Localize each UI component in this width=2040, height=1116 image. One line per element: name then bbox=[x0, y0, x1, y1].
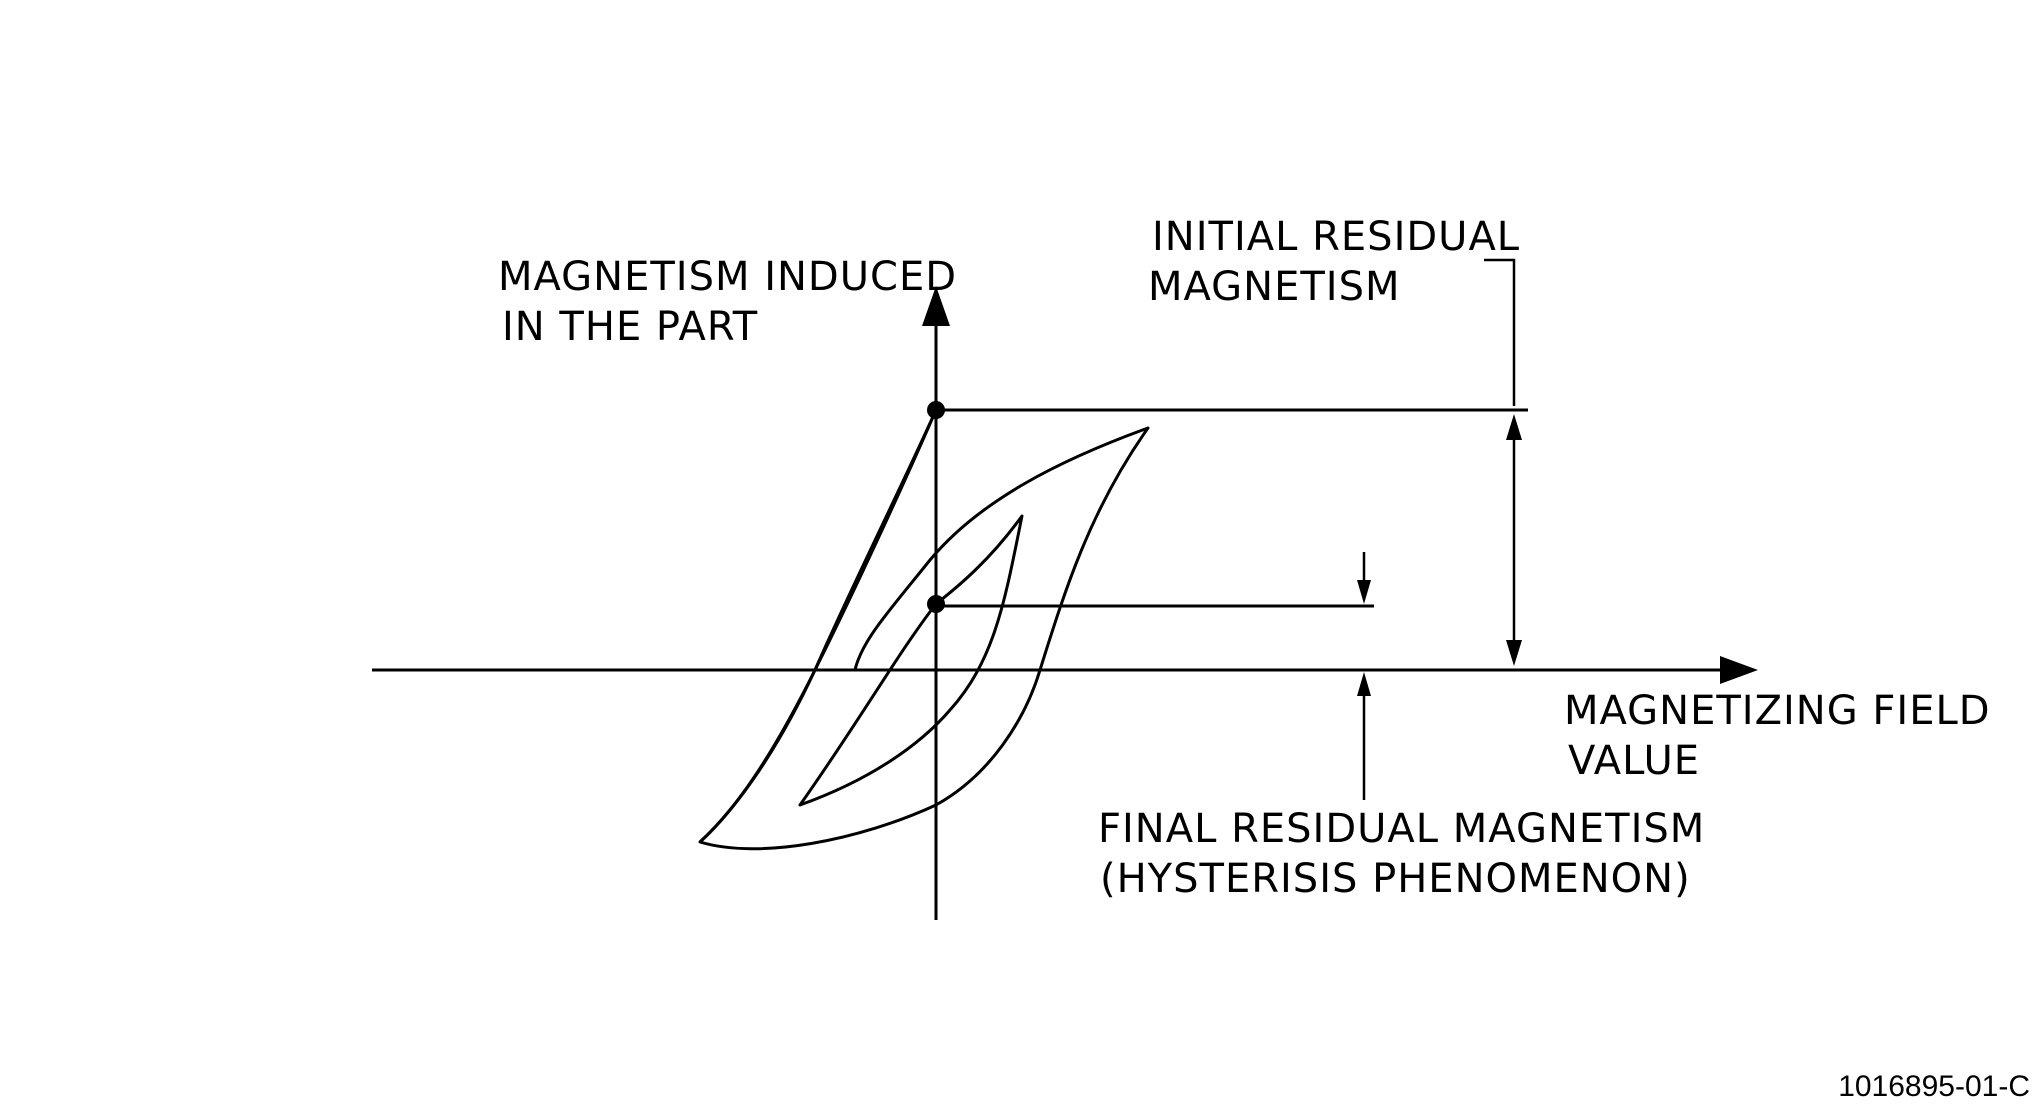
final-residual-arrow-down-icon bbox=[1357, 580, 1371, 604]
y-axis-arrow-icon bbox=[922, 286, 950, 326]
initial-residual-leader bbox=[1484, 258, 1516, 406]
y-axis-label-line-1: MAGNETISM INDUCED bbox=[498, 254, 957, 300]
y-axis-label-line-2: IN THE PART bbox=[502, 304, 758, 350]
final-residual-label-line-1: FINAL RESIDUAL MAGNETISM bbox=[1098, 806, 1705, 852]
initial-dimension-arrow-up-icon bbox=[1506, 414, 1522, 440]
inner-hysteresis-loop bbox=[798, 514, 1024, 807]
x-axis-arrow-icon bbox=[1720, 656, 1758, 684]
outer-hysteresis-loop bbox=[698, 409, 1150, 851]
initial-dimension-arrow-down-icon bbox=[1506, 640, 1522, 666]
final-residual-point bbox=[927, 595, 945, 613]
final-residual-label-line-2: (HYSTERISIS PHENOMENON) bbox=[1100, 856, 1691, 902]
figure-number: 1016895-01-C bbox=[1838, 1070, 2030, 1103]
outer-loop-left-branch bbox=[698, 409, 938, 844]
initial-residual-label-line-2: MAGNETISM bbox=[1148, 264, 1401, 310]
initial-residual-label-line-1: INITIAL RESIDUAL bbox=[1152, 214, 1520, 260]
final-residual-arrow-up-icon bbox=[1357, 672, 1371, 696]
x-axis-label-line-1: MAGNETIZING FIELD bbox=[1564, 688, 1991, 734]
x-axis-label-line-2: VALUE bbox=[1568, 738, 1700, 784]
